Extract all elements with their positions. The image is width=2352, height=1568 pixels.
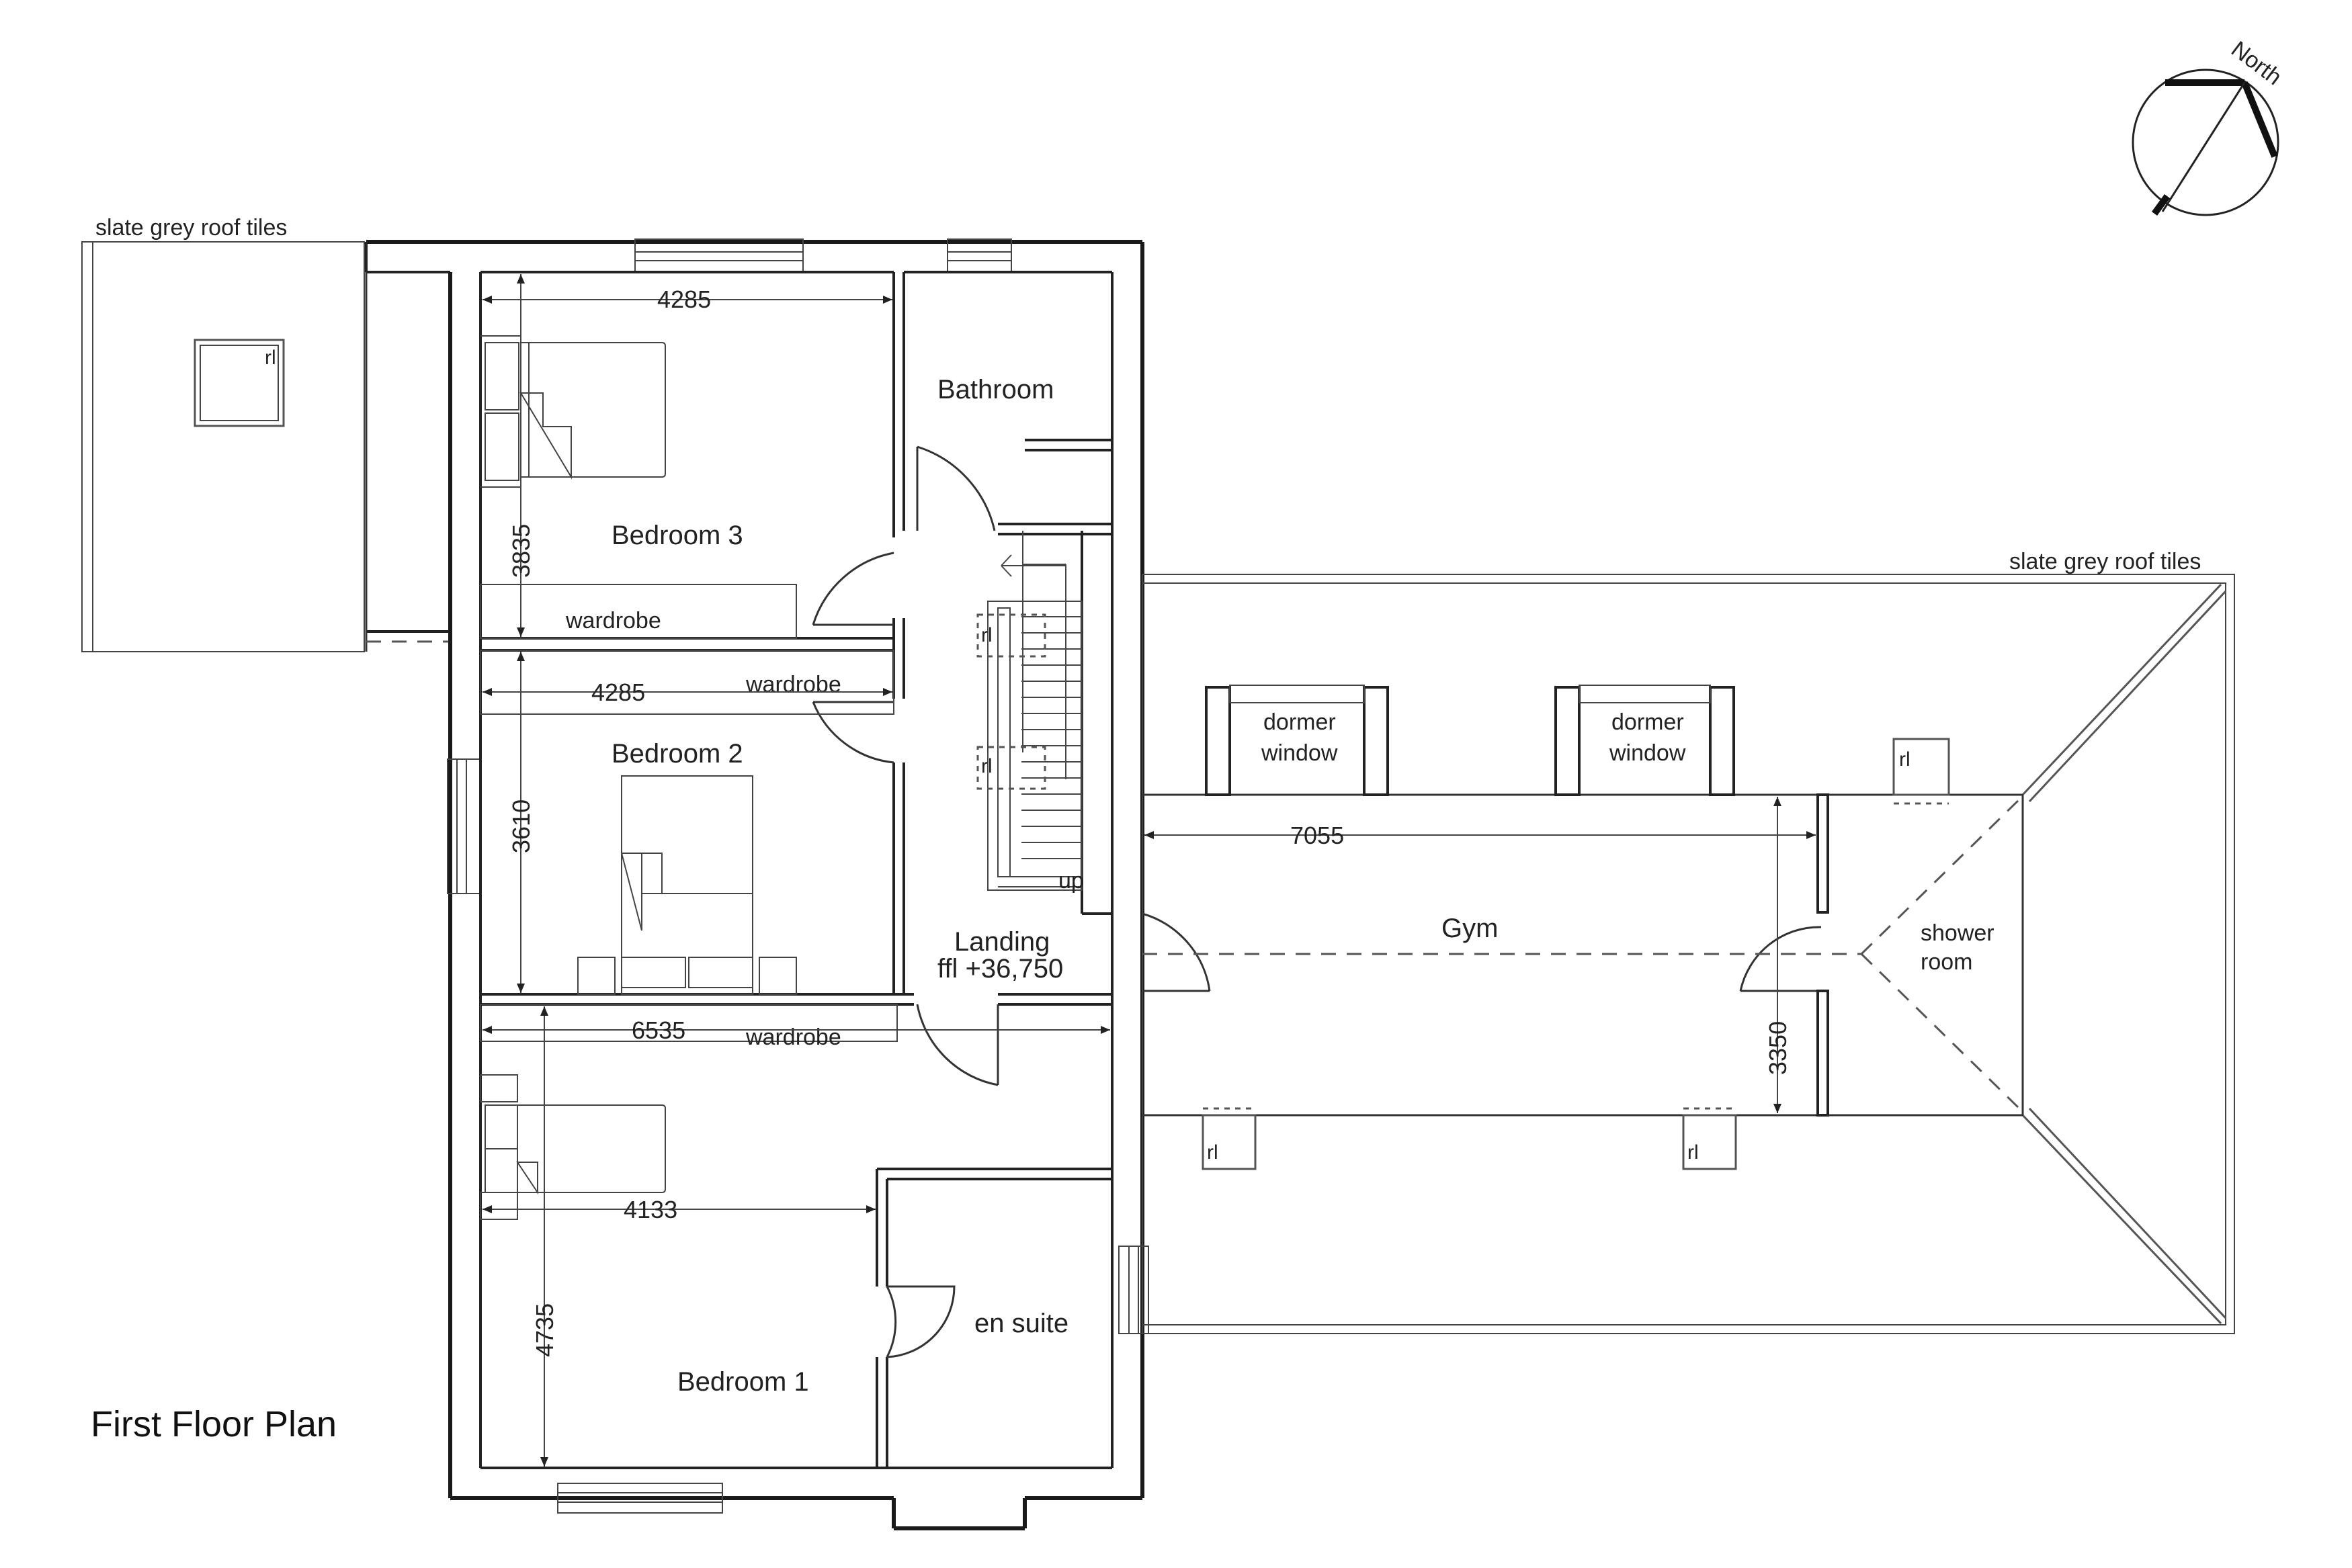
dormer-window-2: dormer window — [1554, 685, 1735, 796]
gym-door[interactable] — [1142, 912, 1211, 992]
rooflight-left: rl — [194, 339, 285, 427]
dim-bedroom1-inner-width: 4133 — [624, 1196, 677, 1223]
dim-gym-length: 7055 — [1290, 822, 1344, 849]
internal-walls — [479, 271, 1114, 1469]
bathroom-door[interactable] — [917, 445, 996, 531]
bedroom2-furniture: wardrobe — [480, 650, 894, 995]
compass-circle-icon — [2132, 69, 2279, 216]
bedroom3-furniture: wardrobe — [480, 335, 797, 639]
staircase: rl rl up — [976, 531, 1084, 894]
svg-text:rl: rl — [981, 755, 993, 777]
dim-bedroom2-width: 4285 — [591, 679, 645, 706]
north-arrow: North — [2132, 36, 2286, 216]
dim-bedroom1-depth: 4735 — [531, 1303, 558, 1357]
room-shower-line1: shower — [1921, 920, 1994, 946]
rooflight-gym-2: rl — [1682, 1107, 1737, 1170]
room-bedroom1: Bedroom 1 — [677, 1367, 809, 1397]
drawing-title: First Floor Plan — [91, 1404, 337, 1444]
right-roof-section: slate grey roof tiles — [1142, 549, 2235, 1334]
wardrobe-b3-label: wardrobe — [565, 608, 661, 634]
dim-bedroom2-depth: 3610 — [507, 799, 535, 853]
stair-up-label: up — [1058, 868, 1084, 894]
room-landing: Landing — [954, 927, 1050, 957]
rooflight-gym-1: rl — [1202, 1107, 1257, 1170]
room-shower-line2: room — [1921, 949, 1972, 975]
room-bedroom3: Bedroom 3 — [612, 521, 743, 550]
dim-bedroom3-depth: 3835 — [507, 524, 535, 578]
room-labels: Bathroom Bedroom 3 Bedroom 2 Bedroom 1 e… — [612, 375, 1994, 1397]
shower-room-door[interactable] — [1739, 926, 1822, 992]
room-bathroom: Bathroom — [937, 375, 1054, 404]
right-roof-label: slate grey roof tiles — [2009, 549, 2201, 574]
dim-gym-width: 3350 — [1764, 1021, 1792, 1075]
dim-bedroom1-width: 6535 — [632, 1016, 685, 1044]
svg-text:window: window — [1261, 740, 1338, 766]
room-bedroom2: Bedroom 2 — [612, 739, 743, 769]
room-gym: Gym — [1441, 914, 1498, 943]
doors — [812, 445, 1822, 1358]
gym-room: dormer window dormer window rl rl rl — [1142, 685, 2024, 1170]
left-roof-section: slate grey roof tiles rl — [81, 215, 365, 652]
dimension-lines: 4285 3835 4285 3610 6535 4133 4735 — [482, 274, 1816, 1467]
dim-bedroom3-width: 4285 — [657, 286, 711, 313]
room-en-suite: en suite — [974, 1309, 1068, 1338]
svg-text:window: window — [1609, 740, 1686, 766]
landing-level: ffl +36,750 — [937, 954, 1063, 984]
svg-text:dormer: dormer — [1263, 709, 1336, 735]
svg-text:rl: rl — [1207, 1141, 1218, 1164]
svg-text:rl: rl — [265, 347, 276, 369]
wardrobe-b2-label: wardrobe — [745, 672, 841, 697]
left-roof-label: slate grey roof tiles — [95, 215, 287, 241]
rooflight-shower: rl — [1892, 738, 1950, 805]
svg-text:rl: rl — [1899, 748, 1910, 771]
en-suite-door[interactable] — [886, 1285, 956, 1358]
svg-text:dormer: dormer — [1611, 709, 1684, 735]
bedroom1-furniture: wardrobe — [480, 1004, 898, 1220]
bedroom1-door[interactable] — [916, 1004, 999, 1086]
svg-text:rl: rl — [1687, 1141, 1699, 1164]
stair-treads — [1021, 616, 1082, 859]
dormer-window-1: dormer window — [1205, 685, 1389, 796]
svg-text:rl: rl — [981, 624, 993, 646]
bedroom3-door[interactable] — [812, 552, 894, 625]
windows — [447, 238, 1149, 1514]
wardrobe-b1-label: wardrobe — [745, 1025, 841, 1050]
bedroom2-door[interactable] — [812, 701, 894, 764]
